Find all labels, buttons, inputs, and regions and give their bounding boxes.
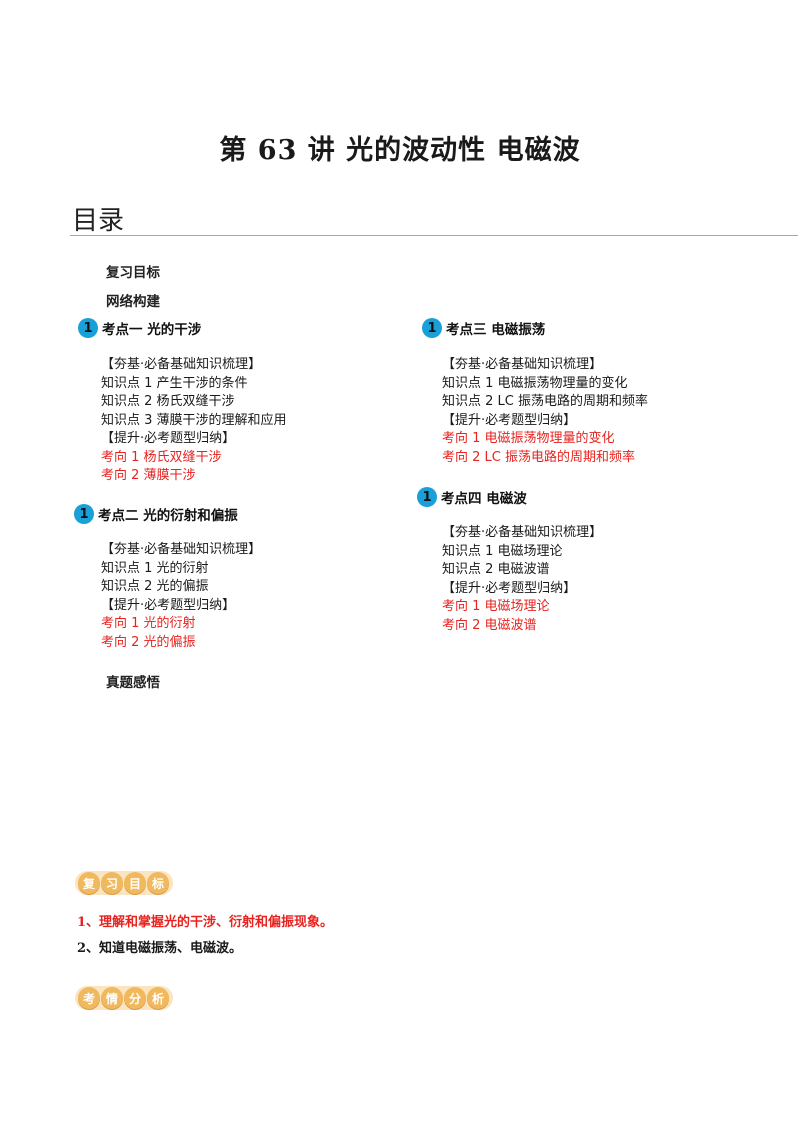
- toc-exam-direction-link[interactable]: 考向 2 光的偏振: [101, 634, 196, 650]
- toc-section-title: 考点二 光的衍射和偏振: [98, 508, 238, 524]
- toc-item[interactable]: 知识点 2 光的偏振: [101, 579, 209, 594]
- toc-exam-direction-link[interactable]: 考向 2 电磁波谱: [442, 617, 537, 633]
- goal-item-1: 1、理解和掌握光的干涉、衍射和偏振现象。: [77, 915, 334, 930]
- toc-item[interactable]: 知识点 2 杨氏双缝干涉: [101, 394, 235, 409]
- banner-char: 析: [147, 987, 169, 1009]
- toc-section-2-heading[interactable]: 1 考点二 光的衍射和偏振: [74, 504, 238, 524]
- toc-exam-direction-link[interactable]: 考向 1 光的衍射: [101, 616, 196, 631]
- toc-exam-direction-link[interactable]: 考向 1 电磁振荡物理量的变化: [442, 431, 615, 446]
- toc-section-1-heading[interactable]: 1 考点一 光的干涉: [78, 318, 201, 338]
- analysis-banner: 考 情 分 析: [75, 986, 173, 1010]
- number-circle-icon: 1: [422, 318, 442, 338]
- banner-char: 目: [124, 872, 146, 894]
- toc-section-title: 考点三 电磁振荡: [446, 322, 546, 338]
- toc-section-title: 考点一 光的干涉: [102, 322, 202, 338]
- toc-item[interactable]: 【提升·必考题型归纳】: [101, 597, 236, 613]
- toc-divider: [70, 235, 798, 236]
- banner-char: 分: [124, 987, 146, 1009]
- toc-item[interactable]: 知识点 1 电磁场理论: [442, 543, 563, 559]
- toc-item[interactable]: 知识点 2 LC 振荡电路的周期和频率: [442, 394, 648, 409]
- banner-char: 习: [101, 872, 123, 894]
- toc-section-3-heading[interactable]: 1 考点三 电磁振荡: [422, 318, 545, 338]
- toc-section-1-items: 【夯基·必备基础知识梳理】知识点 1 产生干涉的条件知识点 2 杨氏双缝干涉知识…: [101, 356, 287, 486]
- toc-section-2-items: 【夯基·必备基础知识梳理】知识点 1 光的衍射知识点 2 光的偏振【提升·必考题…: [101, 541, 261, 652]
- number-circle-icon: 1: [78, 318, 98, 338]
- number-circle-icon: 1: [417, 487, 437, 507]
- toc-item[interactable]: 【提升·必考题型归纳】: [442, 412, 577, 428]
- toc-item[interactable]: 【提升·必考题型归纳】: [101, 431, 236, 446]
- toc-link-network[interactable]: 网络构建: [106, 294, 160, 310]
- page-title: 第 63 讲 光的波动性 电磁波: [219, 135, 581, 166]
- toc-item[interactable]: 知识点 1 产生干涉的条件: [101, 375, 248, 391]
- toc-item[interactable]: 【夯基·必备基础知识梳理】: [442, 525, 603, 540]
- number-circle-icon: 1: [74, 504, 94, 524]
- banner-char: 标: [147, 872, 169, 894]
- toc-item[interactable]: 知识点 1 电磁振荡物理量的变化: [442, 375, 628, 391]
- toc-section-title: 考点四 电磁波: [441, 491, 527, 507]
- toc-item[interactable]: 知识点 2 电磁波谱: [442, 562, 550, 577]
- toc-item[interactable]: 【夯基·必备基础知识梳理】: [442, 357, 603, 372]
- banner-char: 情: [101, 987, 123, 1009]
- toc-item[interactable]: 知识点 1 光的衍射: [101, 560, 209, 576]
- goal-item-2: 2、知道电磁振荡、电磁波。: [77, 941, 243, 956]
- toc-item[interactable]: 知识点 3 薄膜干涉的理解和应用: [101, 412, 287, 428]
- banner-char: 复: [78, 872, 100, 894]
- toc-item[interactable]: 【提升·必考题型归纳】: [442, 580, 577, 596]
- toc-exam-direction-link[interactable]: 考向 2 LC 振荡电路的周期和频率: [442, 449, 635, 465]
- toc-section-4-items: 【夯基·必备基础知识梳理】知识点 1 电磁场理论知识点 2 电磁波谱【提升·必考…: [442, 524, 602, 635]
- toc-item[interactable]: 【夯基·必备基础知识梳理】: [101, 542, 262, 557]
- review-goals-banner: 复 习 目 标: [75, 871, 173, 895]
- toc-section-3-items: 【夯基·必备基础知识梳理】知识点 1 电磁振荡物理量的变化知识点 2 LC 振荡…: [442, 356, 648, 467]
- toc-item[interactable]: 【夯基·必备基础知识梳理】: [101, 357, 262, 372]
- banner-char: 考: [78, 987, 100, 1009]
- toc-link-review-goals[interactable]: 复习目标: [106, 265, 160, 281]
- toc-exam-direction-link[interactable]: 考向 1 杨氏双缝干涉: [101, 449, 222, 465]
- toc-exam-direction-link[interactable]: 考向 2 薄膜干涉: [101, 468, 196, 483]
- toc-link-real-exam[interactable]: 真题感悟: [106, 675, 160, 691]
- toc-exam-direction-link[interactable]: 考向 1 电磁场理论: [442, 599, 550, 614]
- toc-heading: 目录: [72, 206, 125, 236]
- toc-section-4-heading[interactable]: 1 考点四 电磁波: [417, 487, 527, 507]
